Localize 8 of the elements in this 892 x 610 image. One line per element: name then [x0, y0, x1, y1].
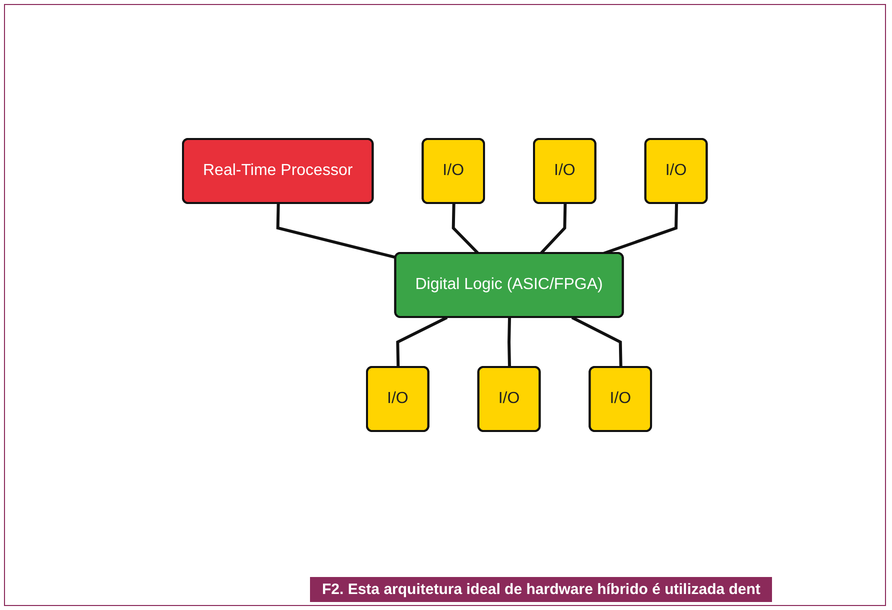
- connector: [602, 203, 678, 255]
- figure-caption: F2. Esta arquitetura ideal de hardware híbrido é utilizada dent: [310, 577, 772, 602]
- connector: [540, 203, 567, 255]
- connector: [571, 316, 622, 368]
- connector: [452, 203, 480, 255]
- connector: [508, 317, 512, 368]
- connector: [276, 203, 396, 259]
- connector: [396, 316, 448, 368]
